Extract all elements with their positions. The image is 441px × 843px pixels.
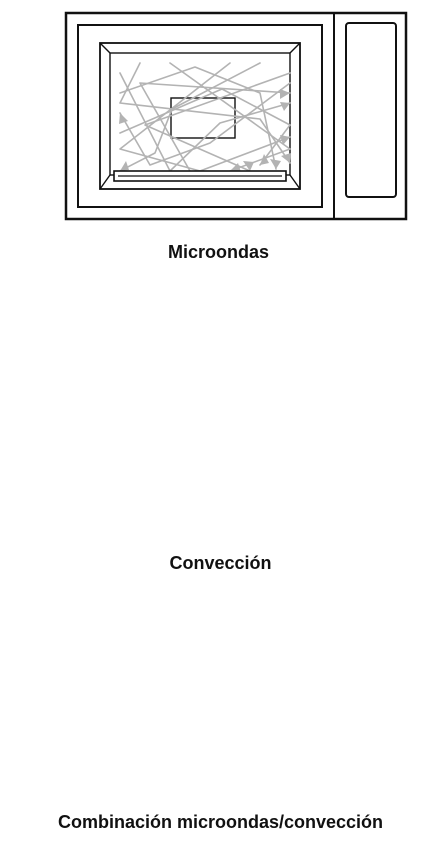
caption-convection: Convección bbox=[169, 553, 272, 573]
caption-combination: Combinación microondas/convección bbox=[57, 812, 384, 832]
caption-microwave: Microondas bbox=[167, 242, 269, 262]
control-panel bbox=[345, 22, 397, 198]
microwave-oven bbox=[64, 11, 408, 221]
oven-tray bbox=[113, 170, 287, 182]
